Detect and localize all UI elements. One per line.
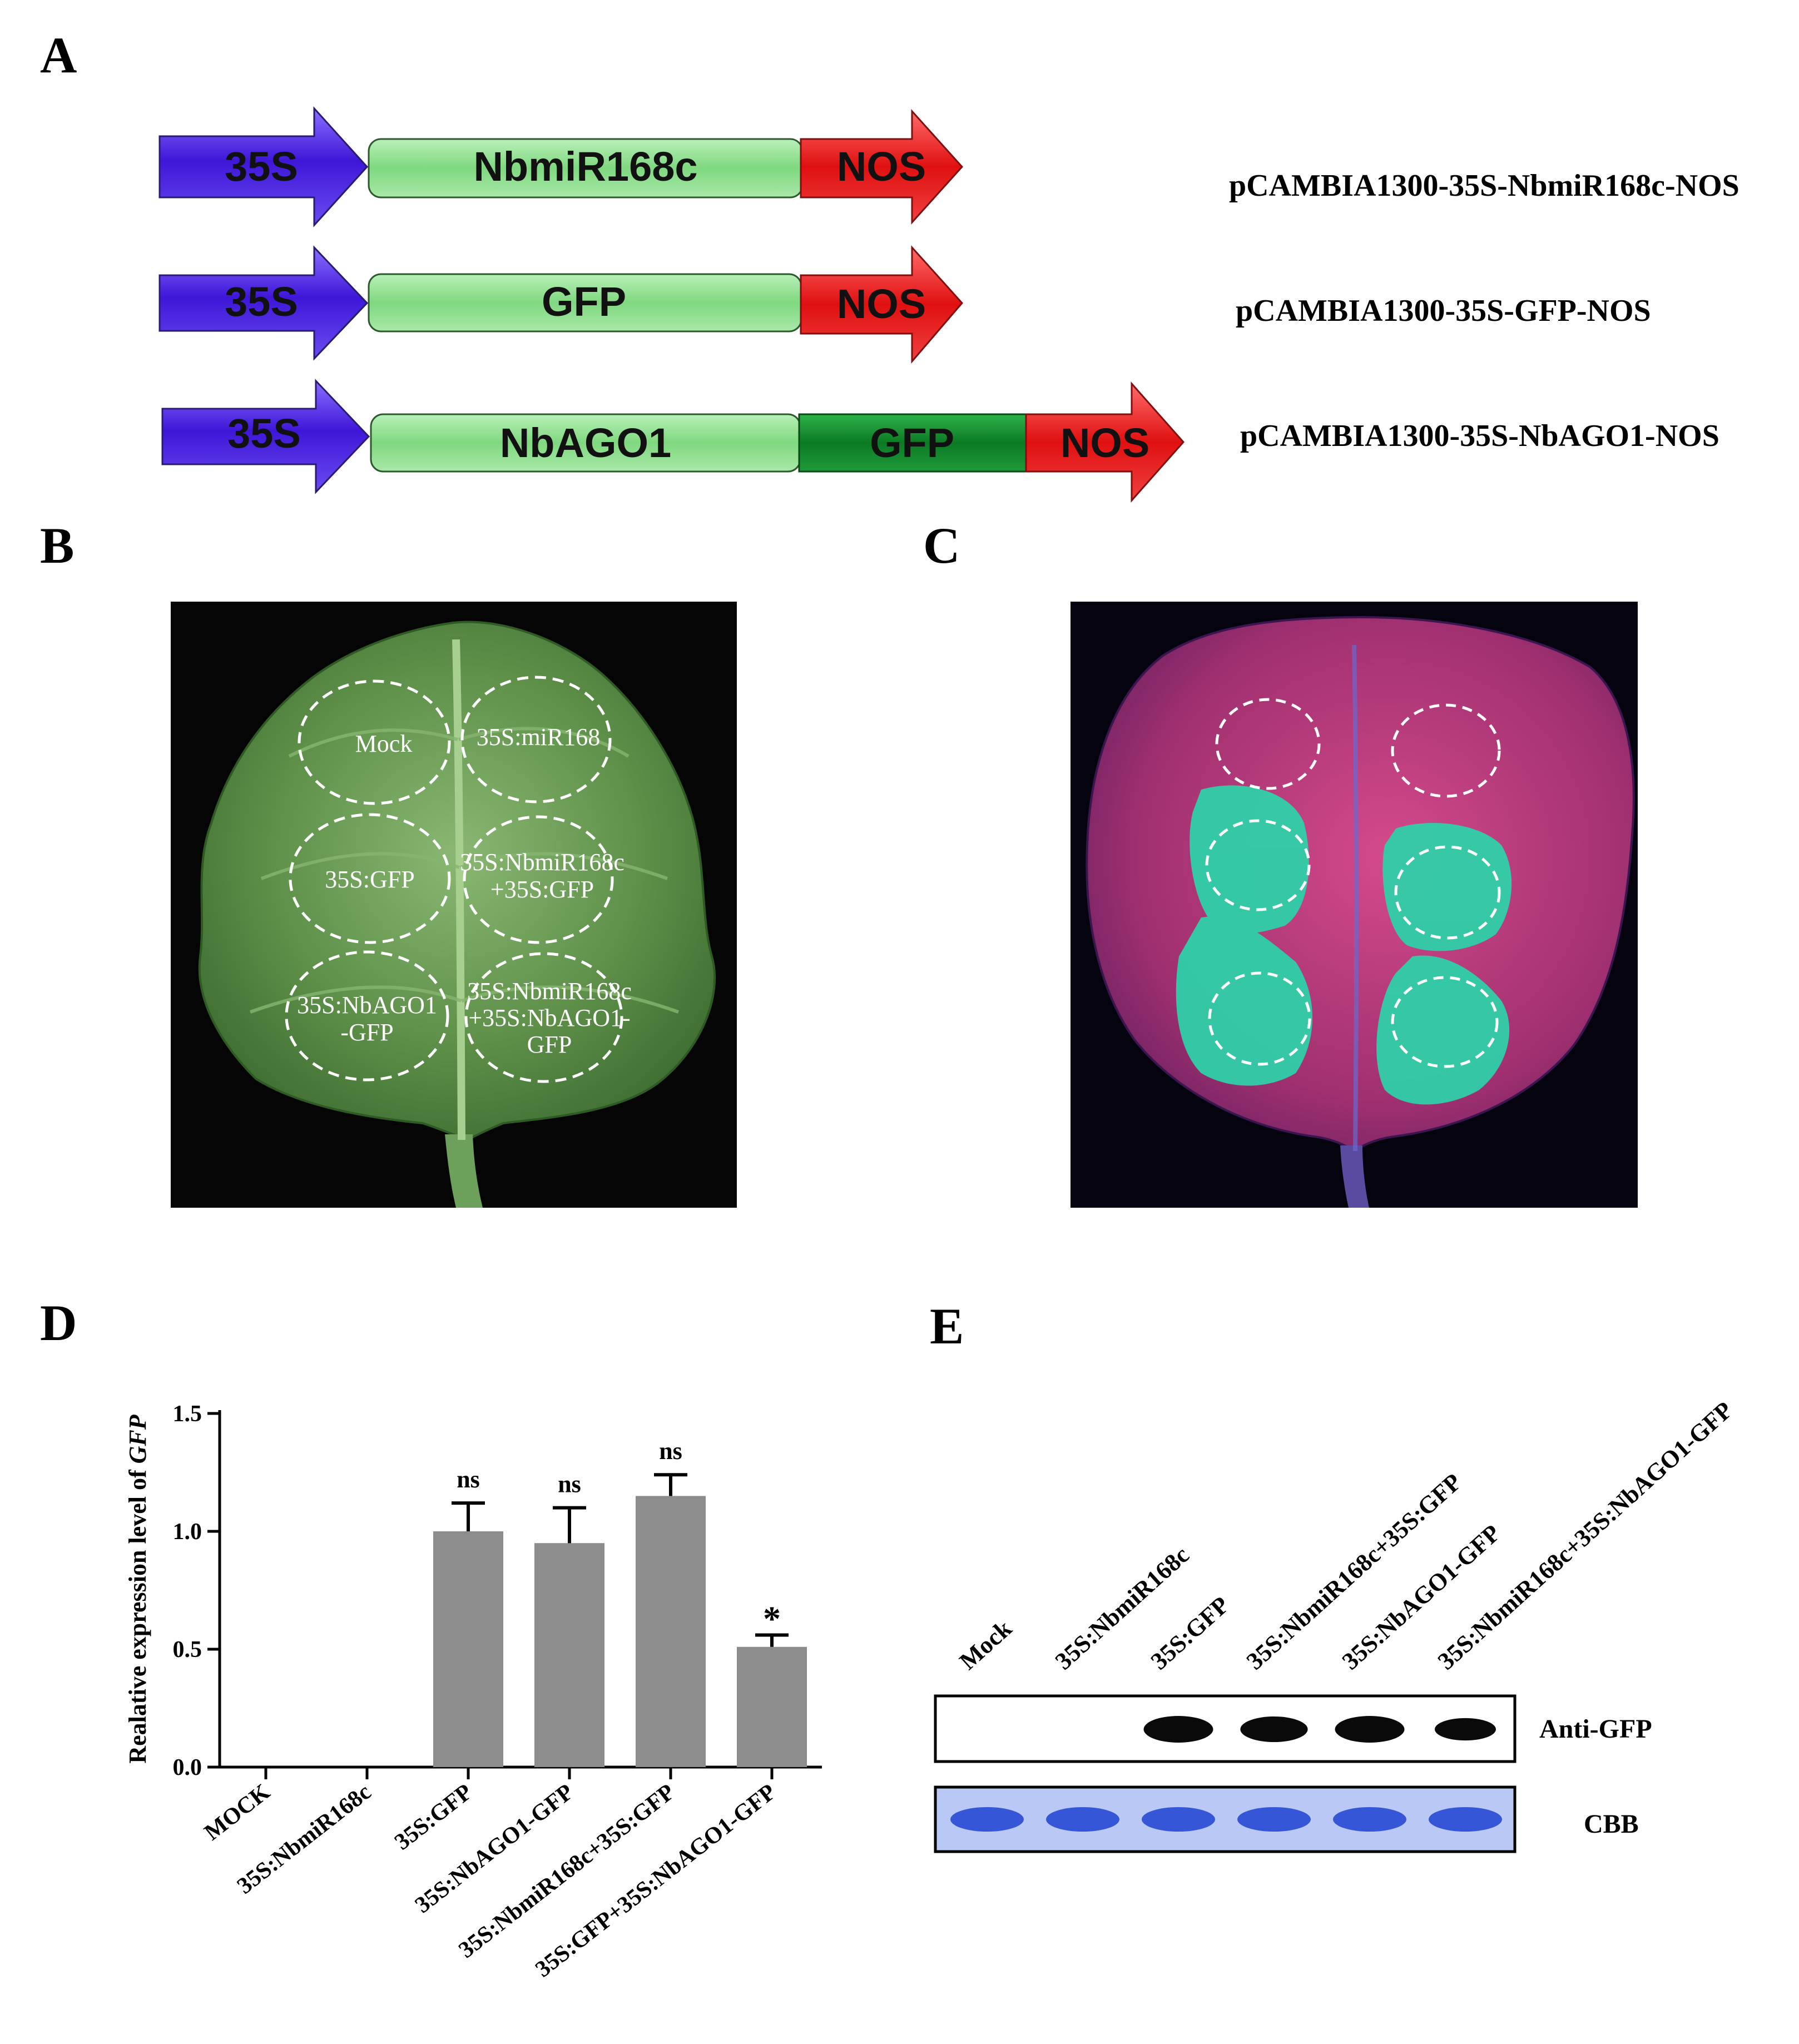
panel-label-a: A — [40, 27, 77, 83]
bar — [636, 1496, 706, 1767]
terminator-label: NOS — [837, 281, 926, 327]
promoter-label: 35S — [227, 410, 301, 457]
x-tick-label: 35S:GFP — [390, 1779, 477, 1856]
gfp-patches — [1176, 785, 1512, 1105]
tag-box — [798, 413, 1028, 473]
circle-label: Mock — [355, 730, 413, 757]
infiltration-circle-uv — [1215, 698, 1321, 790]
cbb-membrane — [934, 1785, 1516, 1853]
circle-label: +35S:GFP — [490, 876, 594, 903]
leaf-photo-visible: Mock 35S:miR168 35S:GFP 35S:NbmiR168c +3… — [171, 602, 737, 1208]
significance-label: ns — [558, 1471, 581, 1498]
y-axis-label: Realative expression level of GFP — [124, 1414, 151, 1763]
gfp-band — [1335, 1716, 1405, 1743]
bar — [737, 1646, 807, 1767]
y-tick-label: 1.5 — [173, 1401, 202, 1427]
bar — [433, 1531, 503, 1767]
terminator-label: NOS — [1060, 420, 1149, 466]
bar — [534, 1543, 604, 1767]
significance-label: ns — [659, 1437, 682, 1465]
construct-1: 35S NbmiR168c NOS pCAMBIA1300-35S-NbmiR1… — [158, 106, 1739, 227]
circle-label: -GFP — [340, 1019, 393, 1046]
promoter-arrow — [158, 106, 369, 227]
leaf-photo-uv — [1071, 602, 1638, 1208]
circle-label: +35S:NbAGO1- — [468, 1004, 630, 1031]
construct-3: 35S NbAGO1 GFP NOS pCAMBIA1300-35S-NbAGO… — [161, 379, 1719, 503]
terminator-arrow — [800, 109, 964, 225]
infiltration-circle — [289, 813, 451, 944]
leaf-petiole-uv — [1340, 1145, 1369, 1208]
gfp-band — [1143, 1716, 1213, 1743]
cbb-band — [1142, 1807, 1215, 1832]
infiltration-circle-uv — [1391, 976, 1499, 1068]
cbb-band — [950, 1807, 1024, 1832]
circle-label: 35S:NbmiR168c — [467, 978, 632, 1005]
cbb-label: CBB — [1584, 1809, 1639, 1839]
leaf-midrib — [452, 639, 465, 1140]
gfp-band — [1240, 1716, 1308, 1743]
infiltration-circle — [298, 679, 451, 805]
cbb-band — [1046, 1807, 1119, 1832]
construct-name: pCAMBIA1300-35S-NbmiR168c-NOS — [1229, 168, 1739, 203]
infiltration-circle-uv — [1391, 703, 1501, 798]
x-tick-label: MOCK — [200, 1779, 275, 1845]
anti-gfp-membrane — [934, 1694, 1516, 1763]
construct-name: pCAMBIA1300-35S-NbAGO1-NOS — [1240, 419, 1719, 453]
construct-name: pCAMBIA1300-35S-GFP-NOS — [1236, 294, 1651, 328]
panel-label-d: D — [40, 1294, 77, 1351]
construct-2: 35S GFP NOS pCAMBIA1300-35S-GFP-NOS — [158, 245, 1651, 364]
panel-label-e: E — [930, 1298, 964, 1355]
significance-label: ns — [457, 1466, 480, 1493]
panel-label-c: C — [923, 517, 960, 574]
tag-label: GFP — [870, 420, 954, 466]
infiltration-circle — [463, 815, 614, 944]
infiltration-circle — [285, 950, 449, 1081]
y-tick-label: 1.0 — [173, 1519, 202, 1545]
bar-chart: 0.0 0.5 1.0 1.5 Realative expression level … — [124, 1401, 822, 1982]
circle-label: 35S:NbmiR168c — [460, 849, 625, 876]
infiltration-circle — [464, 952, 623, 1083]
promoter-label: 35S — [225, 143, 298, 190]
lane-label: 35S:NbAGO1-GFP — [1337, 1519, 1505, 1675]
panel-label-b: B — [40, 517, 74, 574]
lane-label: Mock — [954, 1615, 1017, 1675]
promoter-arrow — [158, 245, 369, 361]
y-tick-label: 0.0 — [173, 1755, 202, 1780]
circle-label: GFP — [527, 1031, 572, 1058]
infiltration-circle-uv — [1205, 819, 1311, 911]
gene-label: GFP — [542, 279, 626, 325]
infiltration-circle-uv — [1394, 845, 1501, 940]
y-tick-label: 0.5 — [173, 1637, 202, 1663]
gene-label: NbAGO1 — [500, 420, 671, 466]
leaf-petiole — [445, 1134, 483, 1208]
gene-label: NbmiR168c — [473, 143, 697, 190]
circle-label: 35S:GFP — [325, 866, 414, 893]
anti-gfp-label: Anti-GFP — [1539, 1714, 1652, 1744]
promoter-label: 35S — [225, 279, 298, 325]
circle-label: 35S:miR168 — [477, 723, 601, 751]
promoter-arrow — [161, 379, 370, 494]
gfp-band — [1435, 1718, 1496, 1741]
circle-label: 35S:NbAGO1 — [297, 991, 437, 1019]
terminator-arrow — [1025, 381, 1185, 503]
infiltration-circle-uv — [1208, 971, 1311, 1066]
infiltration-circle — [460, 676, 612, 803]
lane-label: 35S:GFP — [1146, 1591, 1235, 1675]
cbb-band — [1429, 1807, 1502, 1832]
terminator-label: NOS — [837, 143, 926, 190]
cbb-band — [1333, 1807, 1406, 1832]
terminator-arrow — [800, 245, 963, 364]
cbb-band — [1237, 1807, 1311, 1832]
significance-label: * — [763, 1599, 781, 1639]
